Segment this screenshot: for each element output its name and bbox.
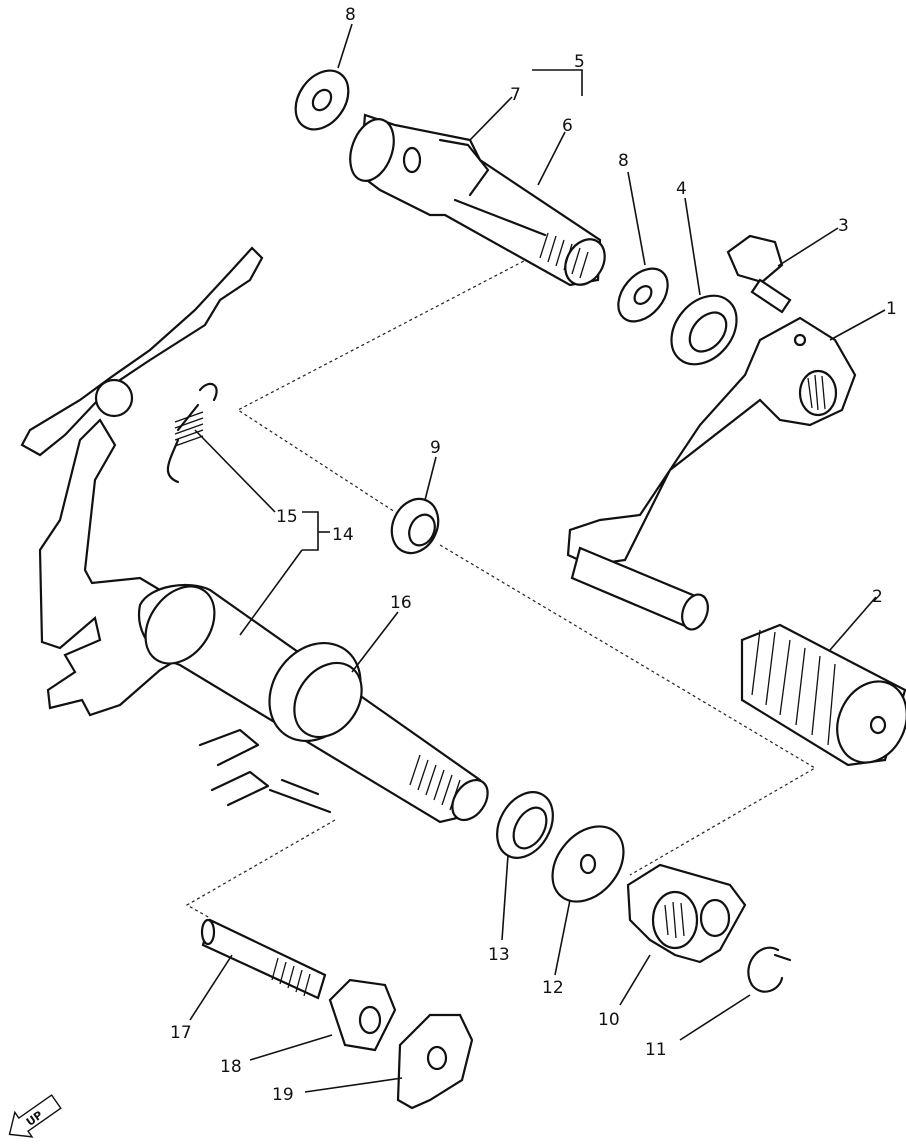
callout-4: 4 [676,179,687,199]
bolt [726,234,792,314]
callout-8-top: 8 [345,5,356,25]
shift-shaft-upper [349,113,606,287]
leader-lines [189,23,886,1093]
callout-labels: 8 5 7 6 8 4 3 1 9 15 14 2 16 13 12 10 11… [170,5,897,1105]
alignment-lines [185,249,817,919]
callout-7: 7 [510,85,521,105]
callout-11: 11 [645,1040,667,1060]
callout-18: 18 [220,1057,242,1077]
washer-right [617,267,669,323]
shaft-pins [198,728,332,814]
callout-2: 2 [872,587,883,607]
callout-17: 17 [170,1023,192,1043]
callout-19: 19 [272,1085,294,1105]
shift-pedal-lever [566,316,857,567]
callout-15: 15 [276,507,298,527]
nut [328,978,397,1052]
return-spring [166,382,218,484]
stud-bolt [200,918,327,1000]
callout-16: 16 [390,593,412,613]
pedal-peg [570,546,709,631]
callout-14: 14 [332,525,354,545]
bush [496,791,554,859]
oil-seal [670,294,738,366]
up-direction-arrow: UP [8,1094,62,1138]
callout-6: 6 [562,116,573,136]
callout-12: 12 [542,978,564,998]
washer-top [294,69,350,131]
collar [390,497,440,555]
pedal-rubber [740,623,906,767]
shaft-collar [268,641,363,743]
callout-1: 1 [886,299,897,319]
callout-9: 9 [430,438,441,458]
lock-washer [396,1013,474,1110]
circlip [747,946,792,993]
callout-8-right: 8 [618,151,629,171]
callout-13: 13 [488,945,510,965]
shift-arm [626,863,747,964]
callout-3: 3 [838,216,849,236]
callout-10: 10 [598,1010,620,1030]
washer-lower [551,825,625,903]
callout-5: 5 [574,52,585,72]
